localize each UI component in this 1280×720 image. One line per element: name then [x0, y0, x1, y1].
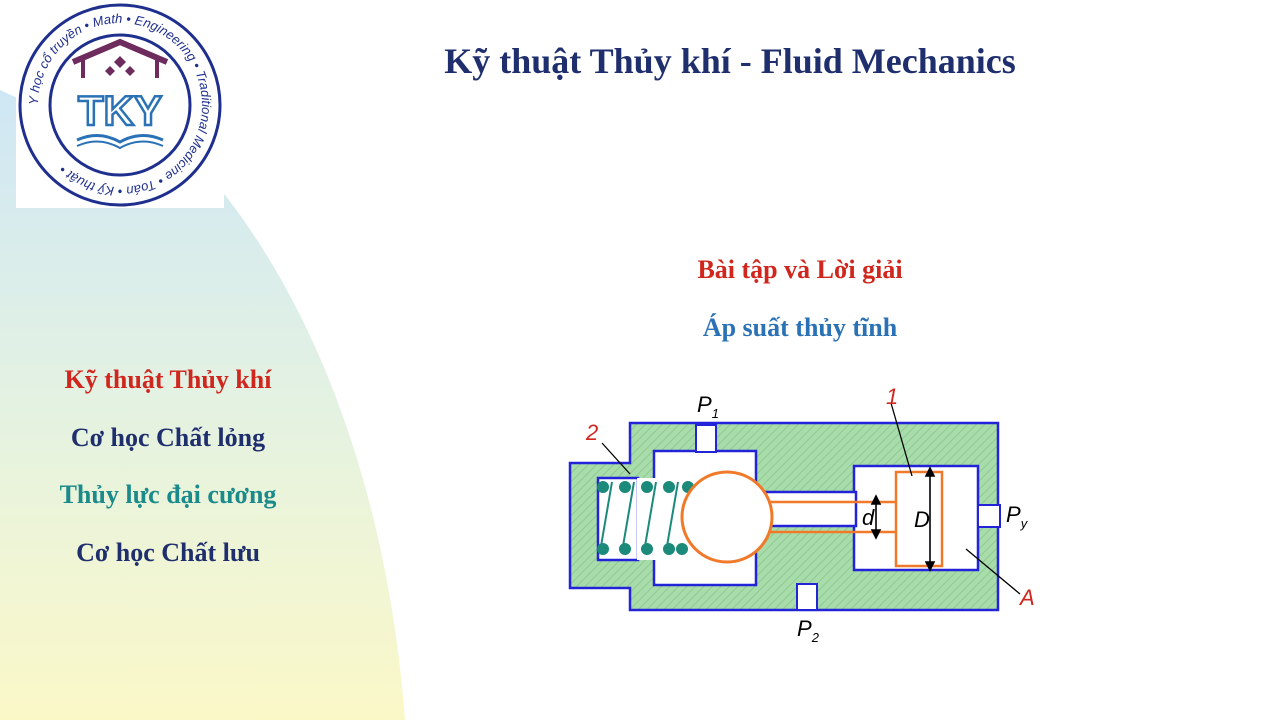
- book-icon: [76, 134, 164, 144]
- port-py: [977, 504, 1001, 528]
- label-number-1: 1: [886, 384, 898, 409]
- label-py: Py: [1006, 502, 1029, 531]
- side-topic: Cơ học Chất lưu: [76, 538, 260, 567]
- ball-valve: [680, 470, 774, 564]
- side-topic: Cơ học Chất lỏng: [70, 423, 266, 452]
- label-p1: P1: [697, 392, 719, 421]
- side-topic: Kỹ thuật Thủy khí: [64, 365, 272, 394]
- subtitle-topic: Áp suất thủy tĩnh: [702, 313, 898, 342]
- roof-icon: [71, 38, 169, 65]
- label-d: d: [862, 505, 875, 530]
- label-a: A: [1018, 585, 1035, 610]
- subtitle-exercises: Bài tập và Lời giải: [697, 255, 903, 284]
- page-title: Kỹ thuật Thủy khí - Fluid Mechanics: [444, 41, 1016, 81]
- tky-logo: Y học cổ truyền • Math • Engineering • T…: [18, 3, 222, 207]
- logo-initials: TKY: [78, 87, 162, 134]
- spring-coil-dots: [597, 481, 694, 555]
- label-D: D: [914, 507, 930, 532]
- port-p1: [695, 424, 717, 453]
- port-p2: [796, 583, 818, 611]
- label-p2: P2: [797, 616, 820, 645]
- spring: [599, 481, 679, 553]
- dimension-arrows: [870, 466, 936, 572]
- piston: [894, 470, 944, 568]
- label-number-2: 2: [585, 420, 598, 445]
- side-topic: Thủy lực đại cương: [59, 480, 277, 509]
